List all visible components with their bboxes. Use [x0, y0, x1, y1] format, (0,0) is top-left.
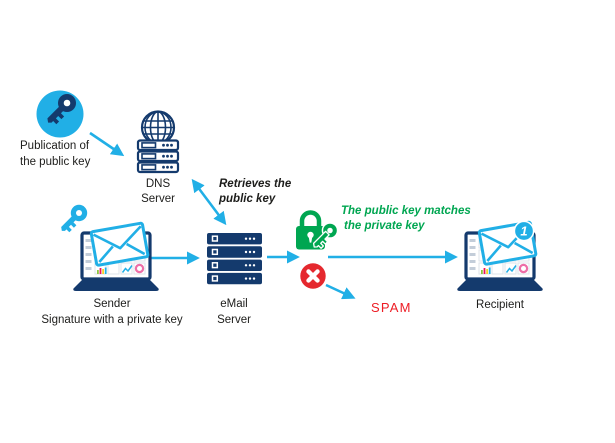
email-server-icon — [207, 233, 262, 285]
padlock-key-icon — [296, 210, 339, 250]
public-key-icon — [36, 90, 84, 138]
key-match-note: The public key matches the private key — [341, 205, 471, 232]
publication-label: Publication of the public key — [20, 140, 91, 168]
unread-badge: 1 — [513, 220, 535, 242]
spam-label: SPAM — [371, 300, 412, 315]
email-server-label: eMail Server — [217, 298, 251, 326]
dns-server-icon — [136, 110, 180, 174]
retrieves-note: Retrieves the public key — [219, 178, 292, 205]
sender-envelope-icon — [89, 221, 150, 267]
arrow-publication-to-dns — [89, 131, 125, 157]
cross-circle-icon — [300, 263, 326, 289]
recipient-laptop-icon: 1 — [455, 220, 545, 293]
recipient-label: Recipient — [476, 299, 524, 311]
private-key-icon — [55, 201, 91, 237]
sender-laptop-icon — [55, 201, 161, 293]
sender-label: Sender Signature with a private key — [41, 298, 183, 326]
arrow-dns-email-bidirectional — [191, 178, 227, 226]
svg-text:1: 1 — [520, 224, 527, 239]
arrow-reject-to-spam — [325, 283, 356, 300]
dns-server-label: DNS Server — [141, 178, 175, 205]
